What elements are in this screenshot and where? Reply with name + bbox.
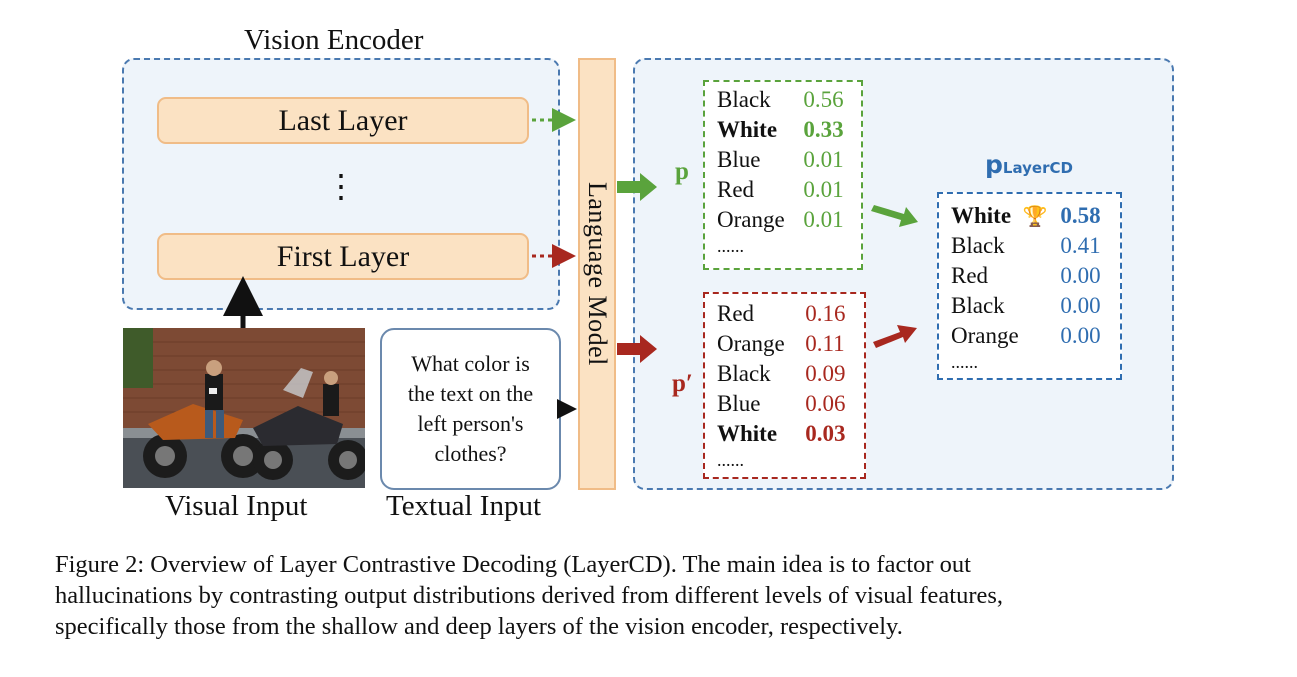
p-distribution: Black 0.56 White 0.33 Blue 0.01 Red 0.01…: [703, 80, 863, 270]
list-item: Red 0.01: [705, 175, 861, 205]
language-model-label: Language Model: [583, 182, 612, 366]
question-line: left person's: [417, 411, 524, 436]
p-to-layercd-arrow: [871, 205, 918, 227]
textual-input-label: Textual Input: [386, 490, 542, 522]
token-prob: 0.01: [803, 207, 844, 232]
token-prob: 0.33: [803, 117, 844, 142]
token-label: Black: [951, 233, 1005, 258]
token-label: Orange: [717, 331, 785, 356]
trophy-icon: 🏆: [1022, 204, 1048, 228]
more-ellipsis: ......: [717, 450, 744, 470]
token-label: White: [951, 203, 1012, 228]
vision-encoder-title: Vision Encoder: [244, 24, 424, 56]
last-layer-label: Last Layer: [278, 103, 408, 137]
layercd-distribution: White 🏆 0.58 Black 0.41 Red 0.00 Black 0…: [937, 192, 1122, 380]
language-model-block: Language Model: [578, 58, 616, 490]
list-item: White 🏆 0.58: [939, 201, 1120, 231]
figure-caption: Figure 2: Overview of Layer Contrastive …: [55, 549, 1245, 642]
token-prob: 0.09: [805, 361, 846, 386]
token-prob: 0.01: [803, 177, 844, 202]
list-item: Orange 0.00: [939, 321, 1120, 351]
list-item: White 0.03: [705, 419, 864, 449]
list-item: White 0.33: [705, 115, 861, 145]
token-prob: 0.01: [803, 147, 844, 172]
token-label: White: [717, 421, 778, 446]
question-line: clothes?: [434, 441, 507, 466]
token-label: White: [717, 117, 778, 142]
list-item: Orange 0.01: [705, 205, 861, 235]
token-label: Black: [951, 293, 1005, 318]
pprime-label: p′: [672, 370, 693, 397]
token-prob: 0.58: [1060, 203, 1101, 228]
question-line: What color is: [411, 351, 530, 376]
last-layer-block: Last Layer: [157, 97, 529, 144]
first-layer-block: First Layer: [157, 233, 529, 280]
caption-line: specifically those from the shallow and …: [55, 613, 903, 640]
token-label: Blue: [717, 147, 761, 172]
list-item: Black 0.41: [939, 231, 1120, 261]
layercd-label: pLayerCD: [985, 150, 1073, 179]
token-label: Blue: [717, 391, 761, 416]
list-item: Black 0.00: [939, 291, 1120, 321]
token-label: Orange: [717, 207, 785, 232]
token-prob: 0.00: [1060, 263, 1101, 288]
token-label: Orange: [951, 323, 1019, 348]
list-item: Orange 0.11: [705, 329, 864, 359]
layer-ellipsis: ⋮: [325, 168, 357, 204]
token-prob: 0.06: [805, 391, 846, 416]
pprime-to-layercd-arrow: [873, 325, 917, 348]
lm-to-pprime-arrow: [617, 335, 657, 363]
list-item: Red 0.00: [939, 261, 1120, 291]
token-prob: 0.56: [803, 87, 844, 112]
token-prob: 0.00: [1060, 293, 1101, 318]
token-prob: 0.16: [805, 301, 846, 326]
token-label: Black: [717, 87, 771, 112]
p-label: p: [675, 158, 689, 185]
motorcycle-photo: [123, 328, 365, 488]
list-item: Black 0.09: [705, 359, 864, 389]
list-item: Blue 0.01: [705, 145, 861, 175]
pprime-distribution: Red 0.16 Orange 0.11 Black 0.09 Blue 0.0…: [703, 292, 866, 479]
token-prob: 0.41: [1060, 233, 1101, 258]
layercd-label-sub: LayerCD: [1002, 159, 1073, 177]
caption-line: hallucinations by contrasting output dis…: [55, 582, 1004, 609]
lm-to-p-arrow: [617, 173, 657, 201]
list-item: Black 0.56: [705, 85, 861, 115]
list-item: Red 0.16: [705, 299, 864, 329]
list-item: Blue 0.06: [705, 389, 864, 419]
more-ellipsis: ......: [717, 236, 744, 256]
more-ellipsis: ......: [951, 352, 978, 372]
token-label: Red: [717, 177, 755, 202]
token-label: Black: [717, 361, 771, 386]
token-prob: 0.00: [1060, 323, 1101, 348]
caption-line: Figure 2: Overview of Layer Contrastive …: [55, 551, 971, 578]
first-layer-label: First Layer: [276, 239, 410, 273]
token-label: Red: [951, 263, 989, 288]
token-label: Red: [717, 301, 755, 326]
question-line: the text on the: [407, 381, 534, 406]
token-prob: 0.03: [805, 421, 846, 446]
layercd-label-main: p: [985, 150, 1003, 179]
visual-input-label: Visual Input: [165, 490, 308, 522]
motorcycle-scene-image: [123, 328, 365, 488]
token-prob: 0.11: [805, 331, 845, 356]
question-text: What color is the text on the left perso…: [408, 349, 533, 469]
